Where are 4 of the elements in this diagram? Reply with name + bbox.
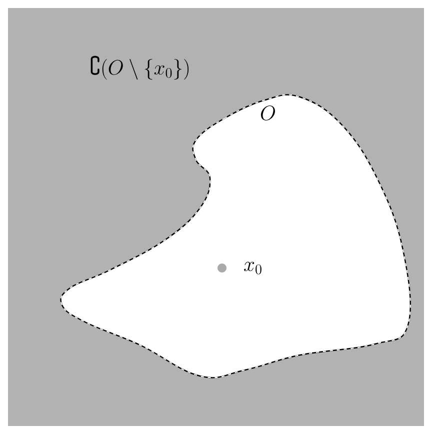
math-label: $x_0$ (244, 262, 262, 274)
math-label: $O$ (260, 106, 275, 120)
open-set-blob (60, 94, 412, 378)
math-label: $\complement(O\setminus\{x_0\})$ (90, 56, 189, 80)
